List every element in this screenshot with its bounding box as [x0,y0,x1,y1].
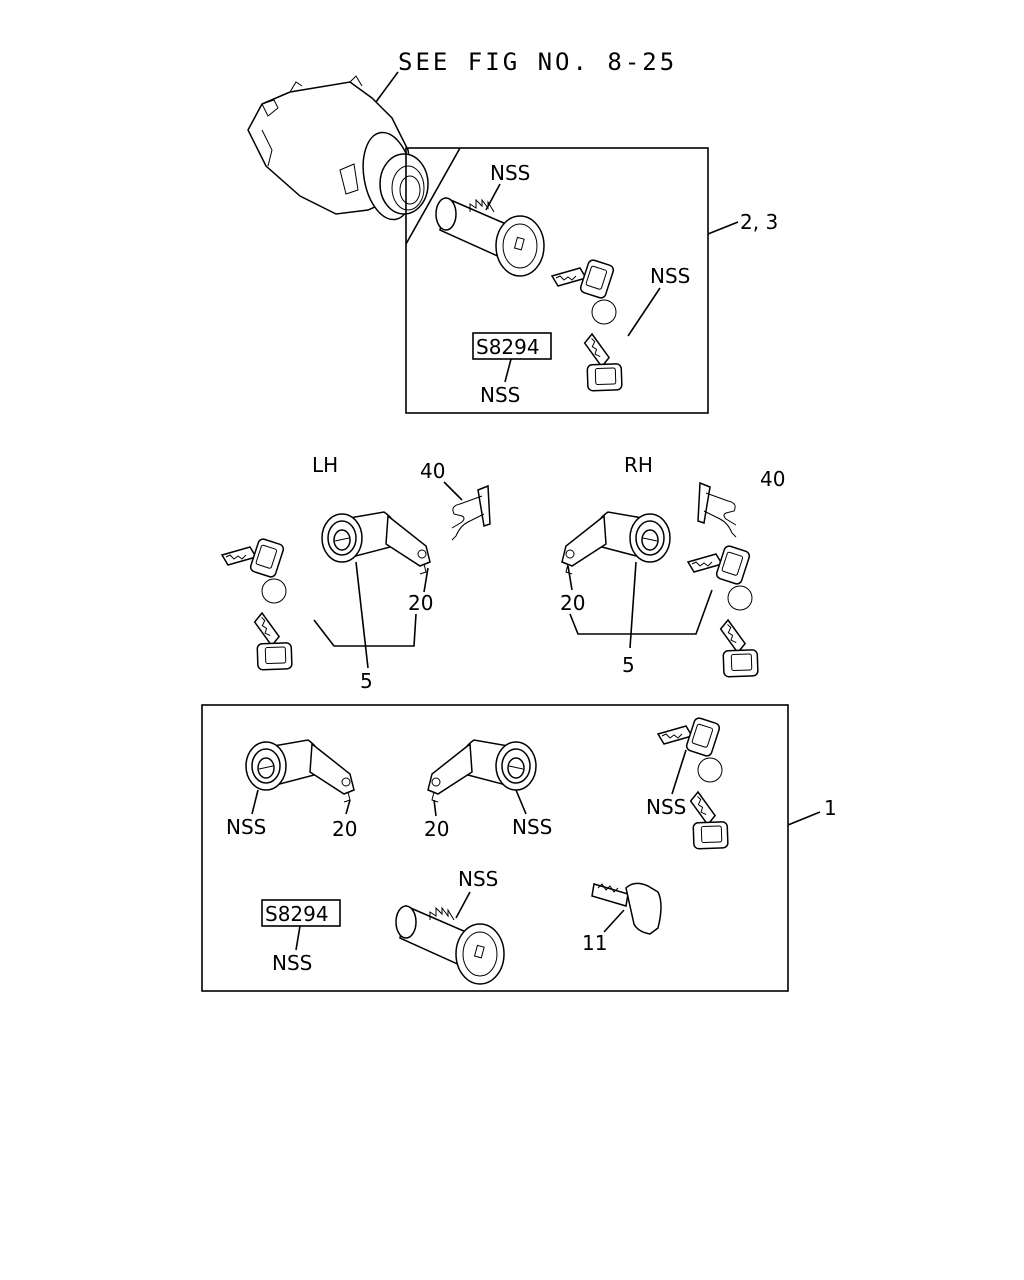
rh-group-bracket [569,589,713,635]
set-keys [658,717,736,859]
set-lh-lever: 20 [332,817,357,841]
lh-cylinder-number: 5 [360,669,373,693]
lh-clip-leader [443,481,463,501]
set-lh-door-cylinder [245,739,355,803]
rh-lever-leader [567,565,573,591]
callout-2-3: 2, 3 [740,210,778,234]
rh-lever-number: 20 [560,591,585,615]
set-lh-lever-leader [345,799,351,815]
set-cylinder-nss-leader [455,891,471,919]
lh-clip-number: 40 [420,459,445,483]
code-leader-bottom [295,925,301,951]
set-rh-lever-leader [433,799,437,817]
ignition-cylinder [435,197,545,277]
set-lock-cylinder [395,905,505,985]
rh-clip [697,482,737,538]
code-label-bottom: S8294 [265,902,329,926]
set-rh-lever: 20 [424,817,449,841]
callout-leader-2-3 [707,221,739,235]
rh-keys [688,545,766,687]
ignition-switch-illustration [247,75,429,221]
lh-keys [222,538,300,680]
ignition-keys [552,259,630,401]
ignition-kit-box [405,147,709,414]
ignition-box-corner [405,147,461,245]
nss-label-keys: NSS [650,264,690,288]
set-rh-nss-leader [515,789,527,815]
rh-cylinder-number: 5 [622,653,635,677]
set-cylinder-nss: NSS [458,867,498,891]
nss-label-cylinder: NSS [490,161,530,185]
set-rh-door-cylinder [427,739,537,803]
set-keys-nss-leader [671,749,687,795]
nss-label-code-top: NSS [480,383,520,407]
set-lh-nss: NSS [226,815,266,839]
spare-key [591,882,662,935]
callout-1: 1 [824,796,837,820]
nss-leader-cylinder [485,183,501,211]
see-fig-label: SEE FIG NO. 8-25 [398,48,677,76]
code-box-top [472,332,552,360]
spare-key-number: 11 [582,931,607,955]
set-keys-nss: NSS [646,795,686,819]
lh-clip [451,485,491,541]
code-leader-top [504,358,512,383]
rh-cylinder-leader [629,561,637,649]
lh-cylinder-leader [355,561,369,669]
callout-leader-1 [787,811,821,826]
lh-door-cylinder [321,511,431,575]
code-box-bottom [261,899,341,927]
set-rh-nss: NSS [512,815,552,839]
lock-set-box [201,704,789,992]
rh-title: RH [624,453,653,477]
nss-leader-keys [627,287,661,337]
lh-lever-number: 20 [408,591,433,615]
lh-title: LH [312,453,338,477]
spare-key-leader [603,909,625,933]
rh-clip-number: 40 [760,467,785,491]
lh-lever-leader [423,567,429,593]
code-nss-bottom: NSS [272,951,312,975]
rh-door-cylinder [561,511,671,575]
set-lh-nss-leader [251,789,259,815]
lh-group-bracket [313,613,417,647]
code-label-top: S8294 [476,335,540,359]
